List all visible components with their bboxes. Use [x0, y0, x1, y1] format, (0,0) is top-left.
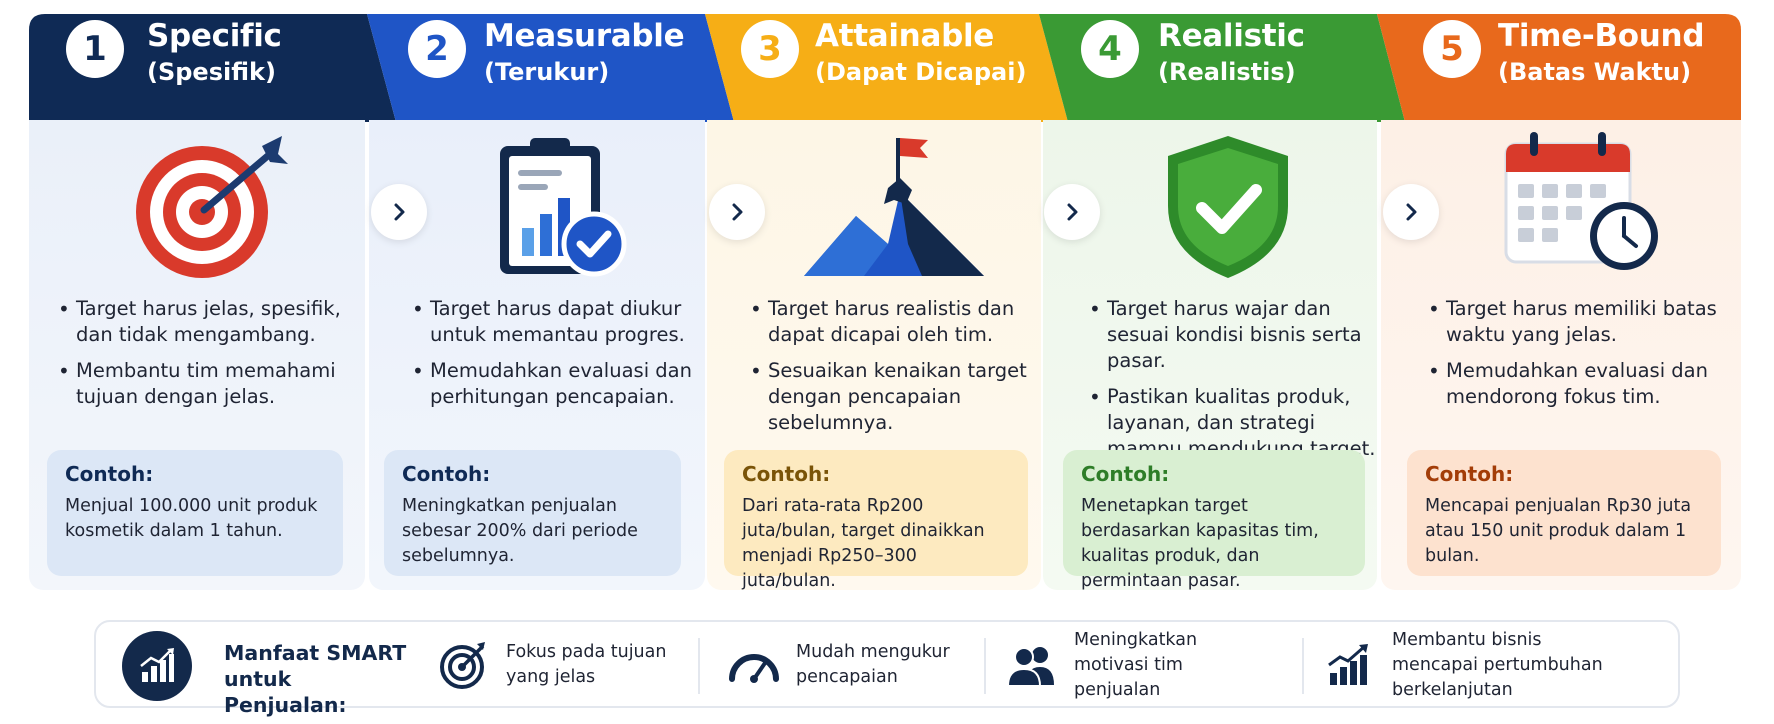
divider	[984, 638, 986, 694]
benefit-motivation: Meningkatkan motivasi tim penjualan	[1004, 630, 1274, 700]
bullet-item: Target harus dapat diukur untuk memantau…	[412, 296, 712, 348]
gauge-icon	[726, 637, 782, 693]
step-subtitle-4: (Realistis)	[1158, 58, 1296, 86]
benefits-footer: Manfaat SMART untuk Penjualan: Fokus pad…	[94, 620, 1680, 717]
benefit-text: Membantu bisnis mencapai pertumbuhan ber…	[1392, 629, 1603, 700]
footer-title: Manfaat SMART untuk Penjualan:	[224, 641, 407, 717]
clipboard-chart-icon	[500, 138, 627, 277]
chevron-right-icon	[709, 184, 765, 240]
example-title: Contoh:	[65, 462, 154, 486]
example-box-attainable: Contoh: Dari rata-rata Rp200 juta/bulan,…	[724, 450, 1028, 591]
chevron-right-icon	[1383, 184, 1439, 240]
step-subtitle-3: (Dapat Dicapai)	[815, 58, 1027, 86]
example-title: Contoh:	[742, 462, 831, 486]
divider	[698, 638, 700, 694]
step-subtitle-2: (Terukur)	[484, 58, 610, 86]
benefit-focus: Fokus pada tujuan yang jelas	[436, 634, 676, 696]
step-title-1: Specific	[147, 18, 282, 54]
bullets-attainable: Target harus realistis dan dapat dicapai…	[750, 296, 1050, 446]
growth-chart-icon	[122, 631, 192, 701]
step-subtitle-5: (Batas Waktu)	[1498, 58, 1692, 86]
bullet-item: Target harus jelas, spesifik, dan tidak …	[58, 296, 358, 348]
calendar-clock-icon	[1504, 132, 1658, 270]
step-title-5: Time-Bound	[1498, 18, 1705, 54]
step-number-4: 4	[1081, 20, 1139, 78]
mountain-flag-icon	[804, 138, 984, 276]
target-arrow-icon	[436, 637, 492, 693]
step-subtitle-1: (Spesifik)	[147, 58, 276, 86]
bullet-item: Memudahkan evaluasi dan perhitungan penc…	[412, 358, 712, 410]
chevron-right-icon	[371, 184, 427, 240]
bar-growth-icon	[1322, 637, 1378, 693]
step-title-3: Attainable	[815, 18, 995, 54]
example-text: Menjual 100.000 unit produk kosmetik dal…	[65, 496, 318, 541]
benefit-text: Mudah mengukur pencapaian	[796, 642, 950, 687]
example-title: Contoh:	[1081, 462, 1170, 486]
example-text: Mencapai penjualan Rp30 juta atau 150 un…	[1425, 496, 1692, 566]
example-title: Contoh:	[402, 462, 491, 486]
example-text: Meningkatkan penjualan sebesar 200% dari…	[402, 496, 638, 566]
bullet-item: Memudahkan evaluasi dan mendorong fokus …	[1428, 358, 1728, 410]
bullets-measurable: Target harus dapat diukur untuk memantau…	[412, 296, 712, 420]
step-title-2: Measurable	[484, 18, 685, 54]
step-number-2: 2	[408, 20, 466, 78]
bullets-realistic: Target harus wajar dan sesuai kondisi bi…	[1089, 296, 1389, 472]
example-title: Contoh:	[1425, 462, 1514, 486]
example-box-measurable: Contoh: Meningkatkan penjualan sebesar 2…	[384, 450, 681, 576]
example-box-specific: Contoh: Menjual 100.000 unit produk kosm…	[47, 450, 343, 576]
bullet-item: Target harus realistis dan dapat dicapai…	[750, 296, 1050, 348]
step-number-5: 5	[1423, 20, 1481, 78]
step-title-4: Realistic	[1158, 18, 1305, 54]
benefit-measure: Mudah mengukur pencapaian	[726, 634, 956, 696]
bullet-item: Target harus memiliki batas waktu yang j…	[1428, 296, 1728, 348]
shield-check-icon	[1168, 136, 1288, 278]
step-number-1: 1	[66, 20, 124, 78]
divider	[1302, 638, 1304, 694]
step-number-3: 3	[741, 20, 799, 78]
example-box-time-bound: Contoh: Mencapai penjualan Rp30 juta ata…	[1407, 450, 1721, 576]
people-icon	[1004, 637, 1060, 693]
benefit-text: Meningkatkan motivasi tim penjualan	[1074, 629, 1198, 700]
bullet-item: Target harus wajar dan sesuai kondisi bi…	[1089, 296, 1389, 374]
example-box-realistic: Contoh: Menetapkan target berdasarkan ka…	[1063, 450, 1365, 591]
benefit-growth: Membantu bisnis mencapai pertumbuhan ber…	[1322, 630, 1632, 700]
bullets-time-bound: Target harus memiliki batas waktu yang j…	[1428, 296, 1728, 420]
bullets-specific: Target harus jelas, spesifik, dan tidak …	[58, 296, 358, 420]
target-icon	[136, 136, 288, 278]
benefit-text: Fokus pada tujuan yang jelas	[506, 642, 667, 687]
example-text: Dari rata-rata Rp200 juta/bulan, target …	[742, 496, 985, 591]
example-text: Menetapkan target berdasarkan kapasitas …	[1081, 496, 1319, 591]
bullet-item: Membantu tim memahami tujuan dengan jela…	[58, 358, 358, 410]
bullet-item: Sesuaikan kenaikan target dengan pencapa…	[750, 358, 1050, 436]
chevron-right-icon	[1044, 184, 1100, 240]
